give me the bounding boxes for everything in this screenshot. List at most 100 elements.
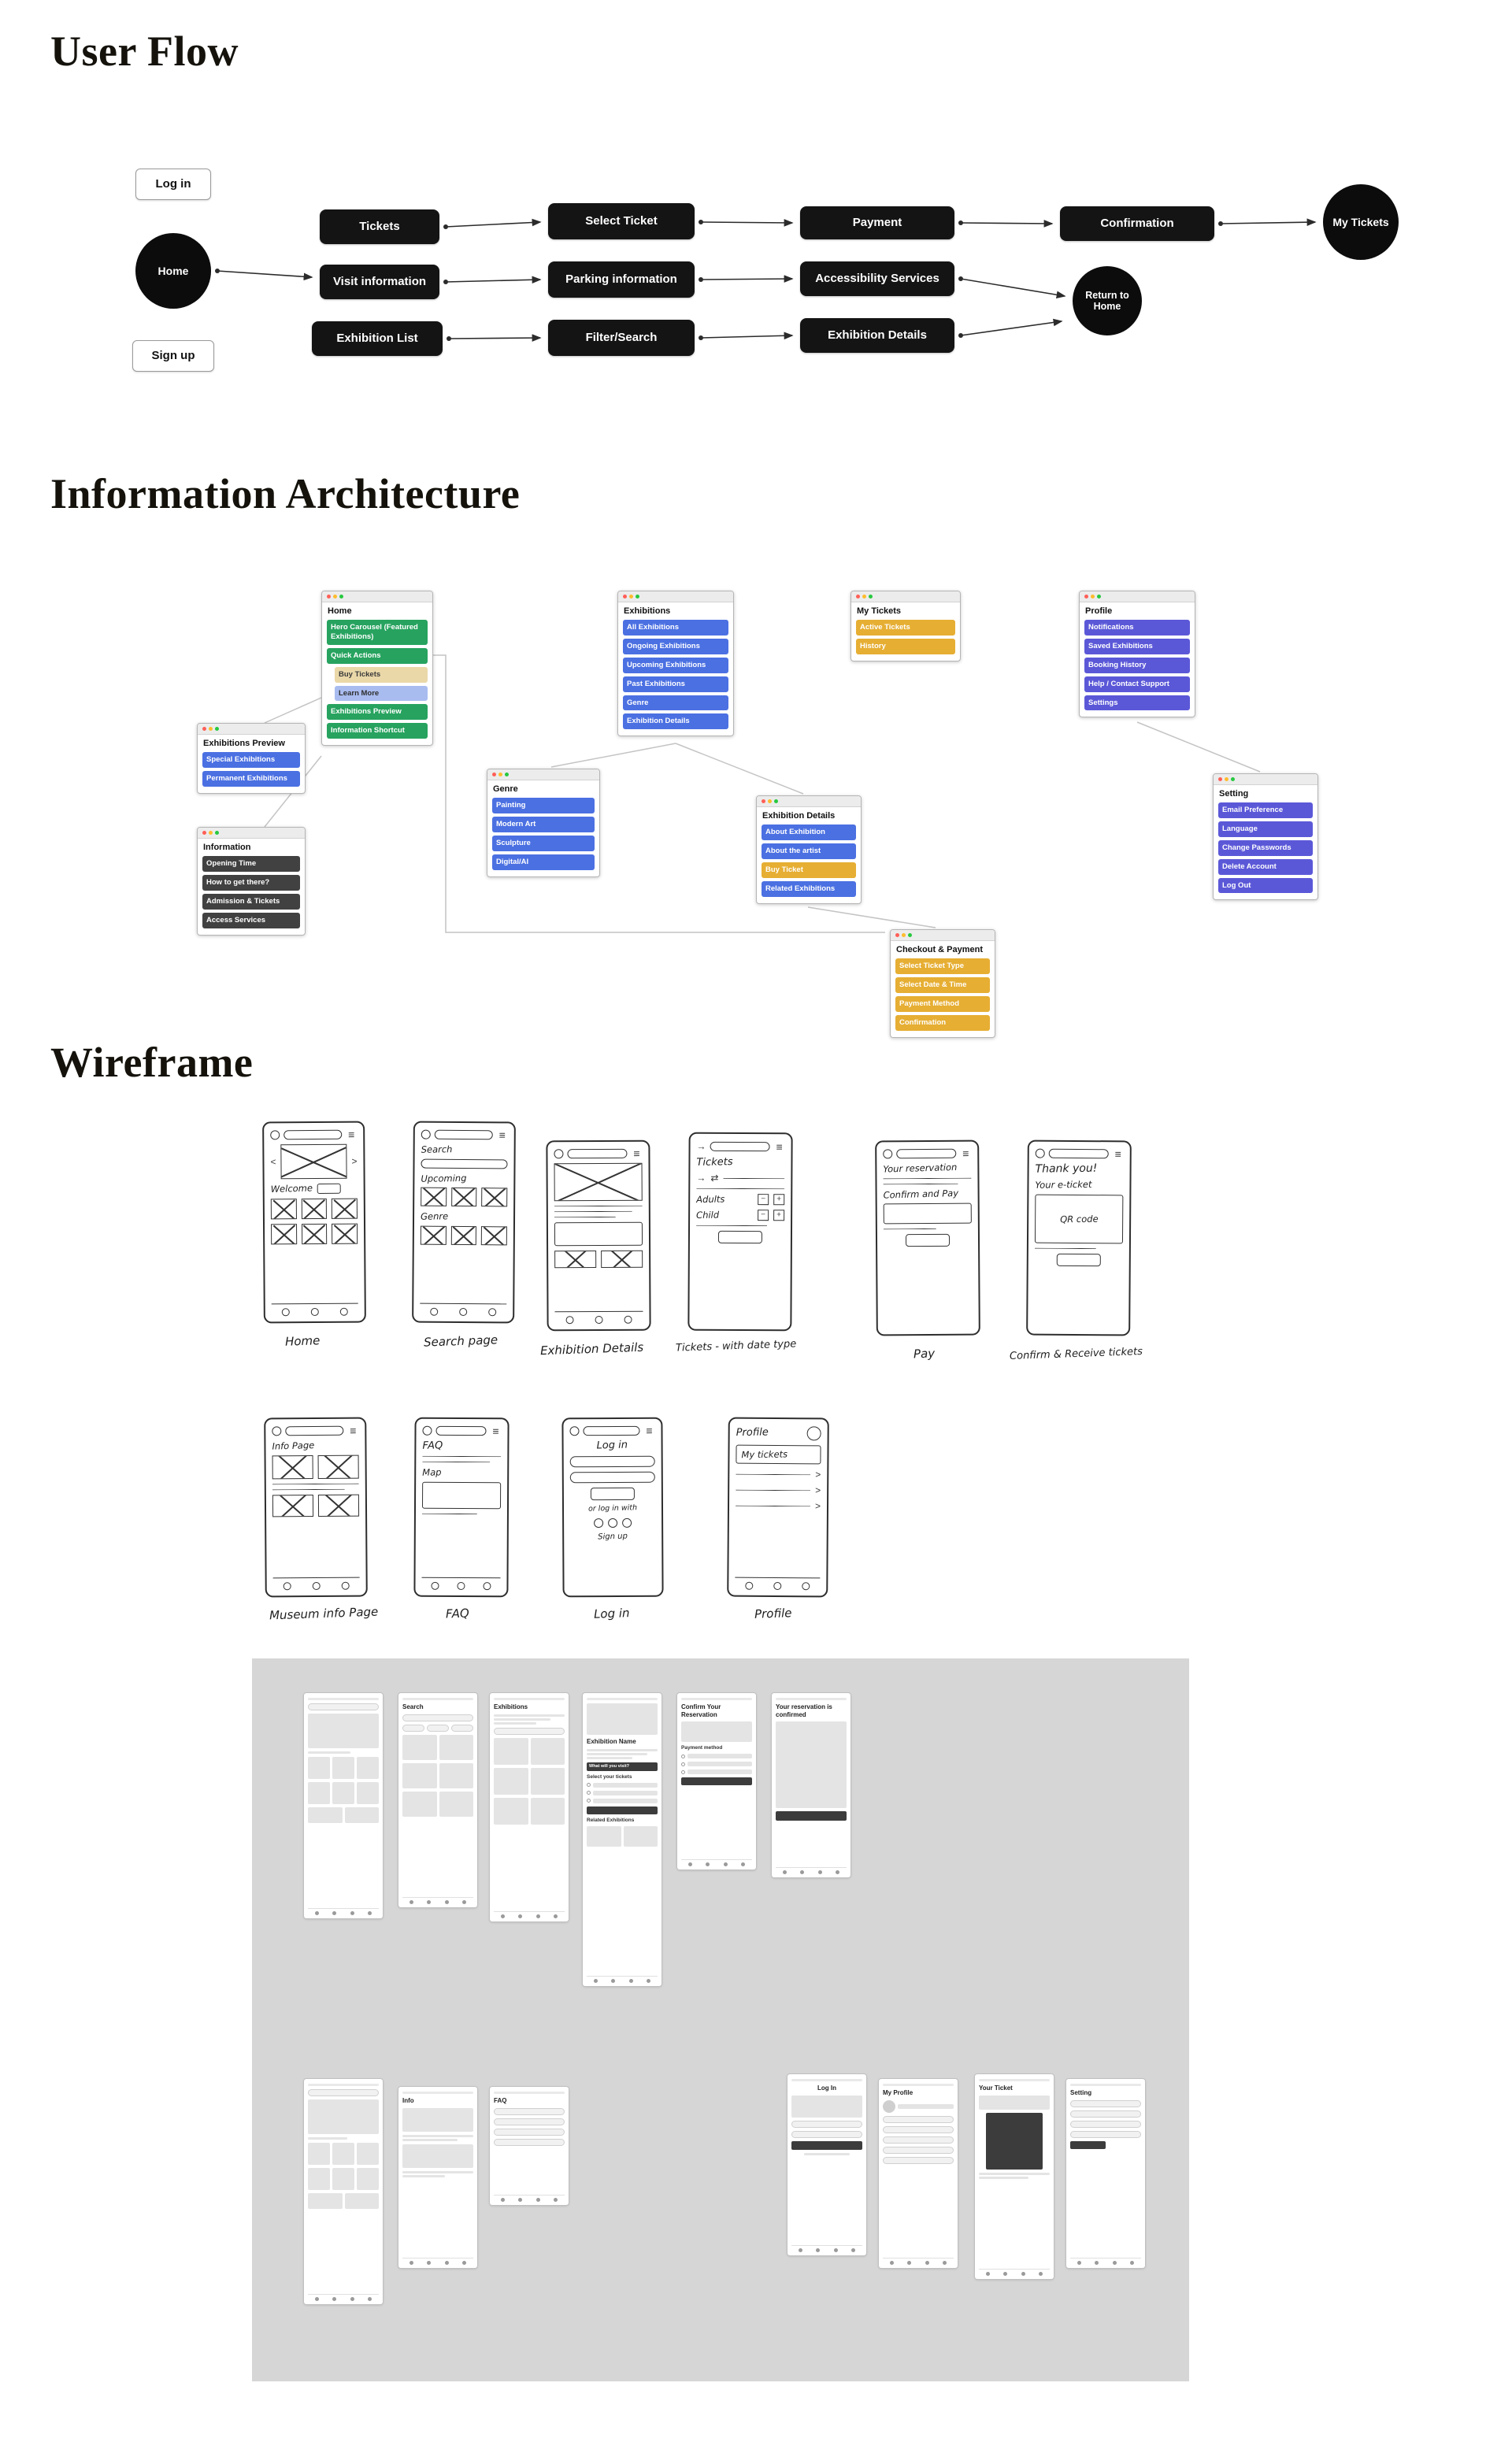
ia-box-my-tickets: My Tickets Active Tickets History [850, 591, 961, 661]
hero-image [308, 1714, 379, 1748]
search-tab-icon [332, 2297, 337, 2301]
ia-row: All Exhibitions [623, 620, 728, 636]
map-block [402, 2144, 473, 2168]
home-tab-icon [985, 2272, 990, 2276]
search-tab-icon [457, 1581, 465, 1591]
ia-row: Past Exhibitions [623, 676, 728, 692]
login-button [791, 2140, 862, 2150]
text-line [723, 1177, 785, 1180]
image-placeholder [554, 1251, 597, 1269]
hamburger-icon: ≡ [633, 1147, 640, 1160]
profile-tab-icon [368, 2297, 372, 2301]
bottom-nav [883, 2258, 954, 2265]
bottom-nav [494, 2195, 565, 2202]
screen-title: FAQ [494, 2097, 507, 2104]
hamburger-icon: ≡ [350, 1424, 357, 1437]
ia-box-title: Exhibition Details [762, 811, 836, 821]
card-row [308, 1807, 379, 1823]
text-line [402, 2174, 445, 2177]
search-tab-icon [773, 1581, 782, 1591]
ia-row: Select Date & Time [895, 976, 990, 993]
card [494, 1767, 528, 1795]
image-placeholder [450, 1188, 477, 1207]
ia-box-genre: Genre Painting Modern Art Sculpture Digi… [487, 769, 600, 877]
ticket-option [587, 1798, 658, 1803]
ia-row: Select Ticket Type [895, 958, 990, 974]
card-row [308, 1782, 379, 1804]
summary-card [681, 1721, 752, 1743]
screen-home [304, 1693, 383, 1918]
flow-node-exhibition-list: Exhibition List [312, 321, 443, 356]
plus-stepper-icon: + [773, 1194, 785, 1206]
text-line [804, 2152, 850, 2155]
ia-row: About the artist [762, 843, 856, 859]
search-bar [1048, 1148, 1109, 1159]
my-tickets-card: My tickets [736, 1444, 821, 1465]
card-row [272, 1494, 360, 1517]
traffic-light-green-icon [774, 799, 778, 803]
ia-row: Painting [492, 798, 595, 813]
card [357, 1782, 379, 1804]
card [357, 2143, 379, 2165]
card [308, 1757, 330, 1779]
flow-node-signup: Sign up [132, 340, 214, 372]
menu-row: > [736, 1500, 821, 1511]
email-field [791, 2120, 862, 2128]
avatar [806, 1426, 821, 1441]
sketch-caption: Search page [423, 1332, 498, 1350]
ia-row: Booking History [1084, 657, 1190, 673]
stepper-row: Child−+ [696, 1210, 785, 1221]
card-row [271, 1223, 358, 1245]
ia-rows: All Exhibitions Ongoing Exhibitions Upco… [618, 617, 733, 736]
card [332, 2143, 354, 2165]
text-lines [308, 2137, 379, 2140]
card [332, 2168, 354, 2190]
sketch-caption: Log in [593, 1606, 630, 1621]
profile-tab-icon [341, 1581, 350, 1590]
home-tab-icon [593, 1979, 598, 1983]
card-row [308, 2143, 379, 2165]
home-tab-icon [282, 1308, 291, 1317]
card [623, 1825, 658, 1847]
traffic-light-red-icon [1218, 777, 1222, 781]
image-placeholder [332, 1223, 358, 1244]
traffic-light-red-icon [327, 595, 331, 598]
window-chrome [618, 591, 733, 602]
card [439, 1791, 473, 1817]
screen-title: Info [402, 2097, 414, 2104]
profile-tab-icon [554, 2198, 558, 2202]
search-tab-icon [518, 2198, 523, 2202]
search-tab-icon [1003, 2272, 1008, 2276]
search-tab-icon [611, 1979, 616, 1983]
info-page-label: Info Page [272, 1440, 315, 1452]
filter-chips [402, 1724, 473, 1732]
ia-box-exhibition-details: Exhibition Details About Exhibition Abou… [756, 795, 862, 904]
chip [427, 1724, 449, 1732]
card [530, 1737, 565, 1765]
home-tab-icon [409, 1900, 413, 1904]
window-chrome [198, 724, 305, 735]
hero-image [308, 2099, 379, 2134]
confirm-button [681, 1777, 752, 1786]
traffic-light-green-icon [505, 773, 509, 776]
section-label: Select your tickets [587, 1773, 632, 1780]
username-field [569, 1456, 655, 1468]
text-line [883, 1177, 972, 1180]
card-row [270, 1198, 358, 1220]
avatar [883, 2099, 895, 2113]
text-line [587, 1752, 648, 1755]
divider-line [696, 1188, 785, 1190]
status-bar [402, 2092, 473, 2094]
status-bar [979, 2079, 1050, 2081]
menu-row: > [736, 1484, 821, 1495]
card [308, 2168, 330, 2190]
status-bar [494, 1698, 565, 1700]
ia-row: Buy Tickets [335, 666, 428, 683]
hamburger-icon: ≡ [492, 1425, 499, 1438]
bottom-nav [791, 2245, 862, 2252]
profile-tab-icon [943, 2261, 947, 2265]
tab-bar [271, 1303, 358, 1317]
flow-node-tickets: Tickets [320, 209, 439, 244]
ia-row: Change Passwords [1218, 839, 1313, 856]
ia-row: Active Tickets [856, 620, 955, 636]
